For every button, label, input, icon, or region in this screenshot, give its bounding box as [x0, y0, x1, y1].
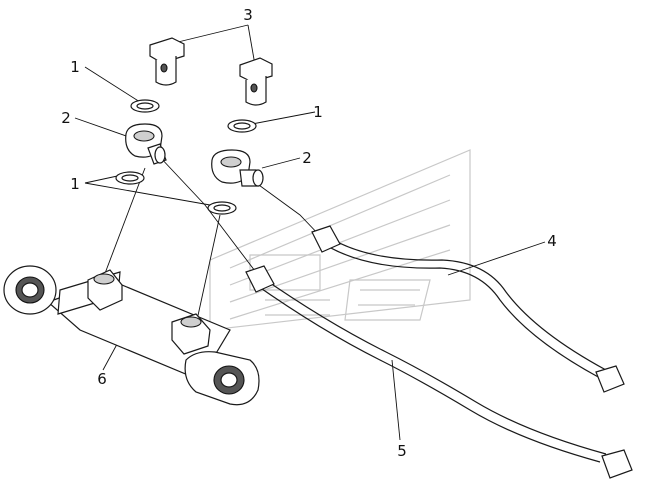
washer-2: [227, 119, 257, 133]
banjo-bolt-left: [149, 37, 185, 86]
callout-2-right: 2: [302, 149, 312, 167]
callout-6: 6: [97, 370, 107, 388]
banjo-fitting-right: [211, 149, 264, 187]
banjo-bolt-right: [239, 57, 273, 106]
callout-4: 4: [547, 232, 557, 250]
callout-5: 5: [397, 442, 407, 460]
callouts: 3 1 1 2 2 1 4 5 6: [61, 6, 557, 460]
washer-4: [207, 201, 237, 215]
hose-4: [311, 225, 625, 393]
washer-1: [130, 99, 160, 113]
leader-lines: [74, 24, 546, 441]
washer-3: [115, 171, 145, 185]
callout-1-top: 1: [70, 58, 80, 76]
hose-5: [245, 265, 633, 479]
callout-1-right: 1: [313, 103, 323, 121]
banjo-fitting-left: [125, 123, 167, 165]
callout-1-bottom: 1: [70, 175, 80, 193]
callout-3: 3: [243, 6, 253, 24]
hydraulic-cylinder: [3, 265, 260, 406]
callout-2-left: 2: [61, 109, 71, 127]
